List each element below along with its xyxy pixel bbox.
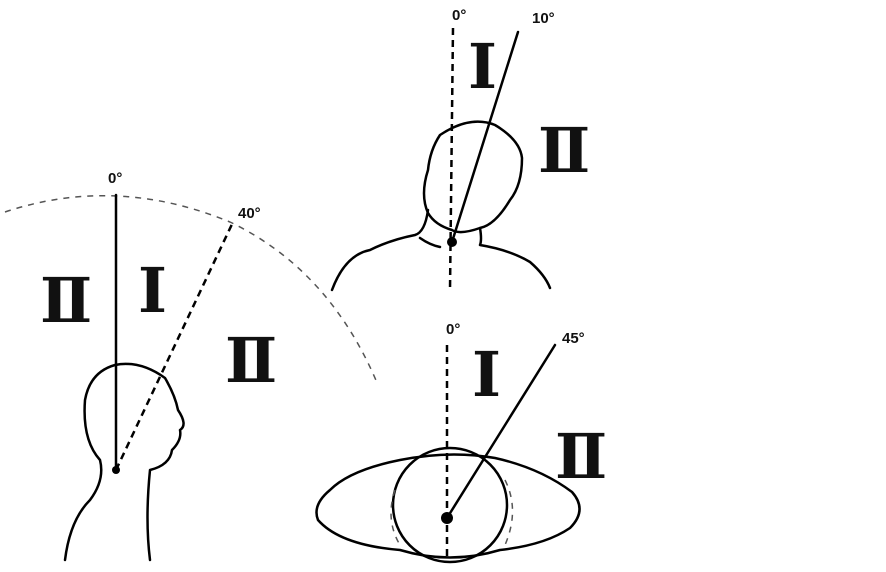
zone-2-label: Ⅱ xyxy=(555,420,607,493)
angle-line xyxy=(445,343,557,520)
zone-2-label: Ⅱ xyxy=(538,114,590,187)
right-shoulder xyxy=(478,226,552,290)
zero-label: 0° xyxy=(452,7,466,24)
zero-line xyxy=(448,27,455,291)
zero-label: 0° xyxy=(446,321,460,338)
zero-label: 0° xyxy=(108,170,122,187)
zone-2-label: Ⅱ xyxy=(225,324,277,397)
left-shoulder xyxy=(330,208,430,292)
pivot-dot xyxy=(441,512,453,524)
lateral-flexion-figure: 0° 10° Ⅰ Ⅱ xyxy=(330,7,590,292)
motion-arc xyxy=(4,194,379,386)
angle-label: 10° xyxy=(532,10,555,27)
zone-2-label: Ⅱ xyxy=(40,264,92,337)
head-top-view xyxy=(391,446,509,564)
zone-1-label: Ⅰ xyxy=(468,30,497,103)
pivot-dot xyxy=(112,466,120,474)
head-profile xyxy=(63,362,185,562)
shoulders-top-view xyxy=(315,453,581,559)
head-outline xyxy=(422,120,524,234)
angle-line xyxy=(450,30,520,244)
ears xyxy=(390,479,514,546)
pivot-dot xyxy=(447,237,457,247)
zone-1-label: Ⅰ xyxy=(472,338,501,411)
angle-label: 40° xyxy=(238,205,261,222)
zone-1-label: Ⅰ xyxy=(138,254,167,327)
collar xyxy=(418,236,442,249)
angle-line xyxy=(114,221,235,471)
angle-label: 45° xyxy=(562,330,585,347)
extension-figure: 0° 40° Ⅱ Ⅰ Ⅱ xyxy=(4,170,379,562)
rotation-figure: 0° 45° Ⅰ Ⅱ xyxy=(315,321,607,564)
